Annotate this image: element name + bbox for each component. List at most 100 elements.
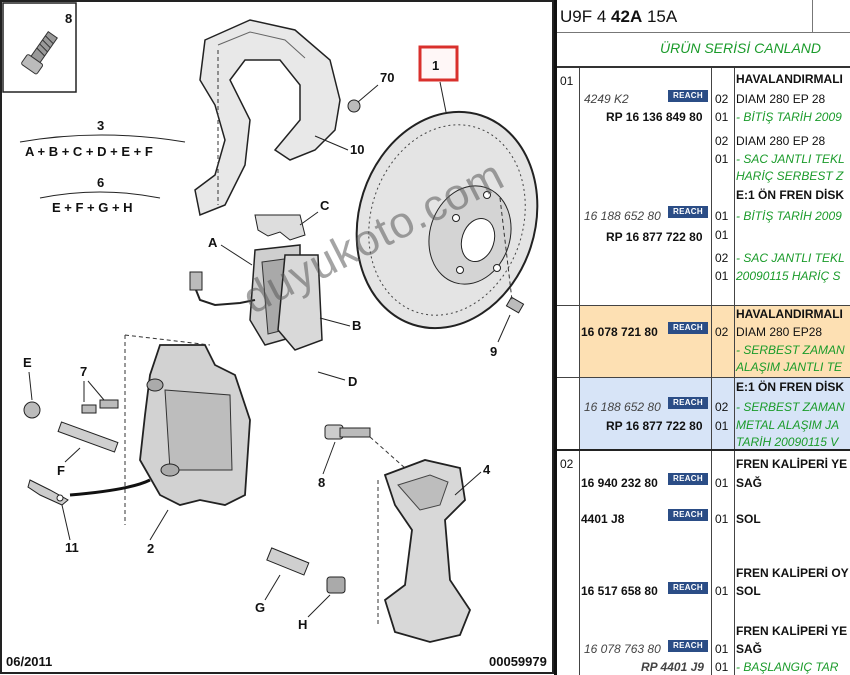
brake-hose[interactable]: [69, 478, 151, 497]
desc-havalandirmali-1: HAVALANDIRMALI: [736, 72, 843, 86]
part-number[interactable]: RP 16 136 849 80: [606, 110, 703, 124]
qty: 01: [715, 209, 729, 223]
brake-pads-part-b[interactable]: [277, 254, 323, 351]
kit-6-brace: [39, 191, 161, 199]
kit-6-number: 6: [97, 175, 104, 190]
desc: HARİÇ SERBEST Z: [736, 169, 844, 183]
catalog-header: U9F 4 42A 15A: [557, 0, 850, 33]
callout-9: 9: [490, 344, 497, 359]
qty: 01: [715, 152, 729, 166]
callout-c: C: [320, 198, 330, 213]
desc: E:1 ÖN FREN DİSK: [736, 188, 845, 202]
desc: SAĞ: [736, 642, 763, 656]
brake-disc-part-1[interactable]: [329, 88, 555, 352]
callout-a: A: [208, 235, 218, 250]
disc-screw-part-9[interactable]: [505, 296, 525, 314]
ref[interactable]: 16 188 652 80: [584, 400, 661, 414]
highlight-box-1[interactable]: [418, 45, 459, 82]
brake-caliper-part-2[interactable]: [139, 344, 251, 506]
kit-6-formula: E + F + G + H: [52, 200, 133, 215]
qty: 02: [715, 400, 729, 414]
reach-badge: REACH: [668, 640, 708, 652]
part-number[interactable]: 16 517 658 80: [581, 584, 658, 598]
desc: - BİTİŞ TARİH 2009: [736, 209, 842, 223]
desc: - SAC JANTLI TEKL: [736, 251, 845, 265]
callout-7: 7: [80, 364, 87, 379]
splash-shield-part-10[interactable]: [194, 19, 341, 217]
part-number[interactable]: RP 4401 J9: [641, 660, 704, 674]
callout-4: 4: [483, 462, 491, 477]
diagram-date: 06/2011: [6, 654, 52, 669]
wear-indicator-part-11[interactable]: [27, 479, 69, 506]
qty: 02: [715, 134, 729, 148]
qty: 01: [715, 584, 729, 598]
part-number[interactable]: RP 16 877 722 80: [606, 230, 703, 244]
callout-d: D: [348, 374, 357, 389]
qty: 02: [715, 92, 729, 106]
panel-divider: [554, 0, 557, 675]
kit-3-number: 3: [97, 118, 104, 133]
qty: 01: [715, 642, 729, 656]
diagram-ref-number: 00059979: [489, 654, 547, 669]
desc: E:1 ÖN FREN DİSK: [736, 380, 845, 394]
dust-cap-part-e[interactable]: [23, 401, 41, 419]
series-title-row: ÜRÜN SERİSİ CANLAND: [557, 34, 850, 68]
clip-part-c[interactable]: [254, 214, 306, 241]
callout-10: 10: [350, 142, 364, 157]
reach-badge: REACH: [668, 397, 708, 409]
ref-4249-k2[interactable]: 4249 K2: [584, 92, 629, 106]
parts-catalog-panel: U9F 4 42A 15A ÜRÜN SERİSİ CANLAND 01 HAV…: [557, 0, 850, 675]
desc: - SERBEST ZAMAN: [736, 343, 845, 357]
desc: - SAC JANTLI TEKL: [736, 152, 845, 166]
callout-h: H: [298, 617, 307, 632]
desc: DIAM 280 EP28: [736, 325, 823, 339]
bleed-screw-part-7[interactable]: [81, 399, 119, 414]
guide-pin-part-f[interactable]: [57, 421, 119, 453]
nut-part-70[interactable]: [347, 99, 361, 113]
caliper-carrier-part-4[interactable]: [383, 459, 472, 643]
callout-1: 1: [432, 58, 439, 73]
kit-3-formula: A + B + C + D + E + F: [25, 144, 153, 159]
qty: 01: [715, 419, 729, 433]
qty: 01: [715, 269, 729, 283]
caliper-bolt-part-8[interactable]: [324, 424, 371, 440]
group-01: 01: [560, 74, 574, 88]
desc: FREN KALİPERİ YE: [736, 457, 848, 471]
part-number[interactable]: RP 16 877 722 80: [606, 419, 703, 433]
part-number[interactable]: 4401 J8: [581, 512, 625, 526]
ref[interactable]: 16 078 763 80: [584, 642, 661, 656]
highlight-band-orange: [580, 305, 850, 377]
part-number[interactable]: 16 940 232 80: [581, 476, 658, 490]
desc: SOL: [736, 512, 761, 526]
desc: - BİTİŞ TARİH 2009: [736, 110, 842, 124]
callout-8-box: 8: [65, 11, 72, 26]
callout-b: B: [352, 318, 361, 333]
ref[interactable]: 16 188 652 80: [584, 209, 661, 223]
desc: DIAM 280 EP 28: [736, 134, 826, 148]
desc: - BAŞLANGIÇ TAR: [736, 660, 839, 674]
desc: ALAŞIM JANTLI TE: [736, 360, 843, 374]
bolt-box[interactable]: 8: [2, 2, 77, 93]
desc: FREN KALİPERİ OY: [736, 566, 849, 580]
qty: 01: [715, 228, 729, 242]
group-02: 02: [560, 457, 574, 471]
qty: 01: [715, 476, 729, 490]
callout-g: G: [255, 600, 265, 615]
callout-70: 70: [380, 70, 394, 85]
qty: 01: [715, 110, 729, 124]
qty: 02: [715, 325, 729, 339]
desc: DIAM 280 EP 28: [736, 92, 826, 106]
desc: TARİH 20090115 V: [736, 435, 839, 449]
kit-3-brace: [19, 134, 186, 143]
diagram-frame: [0, 0, 554, 674]
wear-sensor-wire[interactable]: [189, 271, 256, 307]
part-number-highlighted[interactable]: 16 078 721 80: [581, 325, 658, 339]
desc: FREN KALİPERİ YE: [736, 624, 848, 638]
qty: 02: [715, 251, 729, 265]
rubber-boot-part-h[interactable]: [326, 576, 346, 594]
catalog-code: U9F 4 42A 15A: [560, 7, 678, 26]
callout-f: F: [57, 463, 65, 478]
reach-badge: REACH: [668, 90, 708, 102]
guide-bush-part-g[interactable]: [266, 547, 310, 576]
reach-badge: REACH: [668, 206, 708, 218]
